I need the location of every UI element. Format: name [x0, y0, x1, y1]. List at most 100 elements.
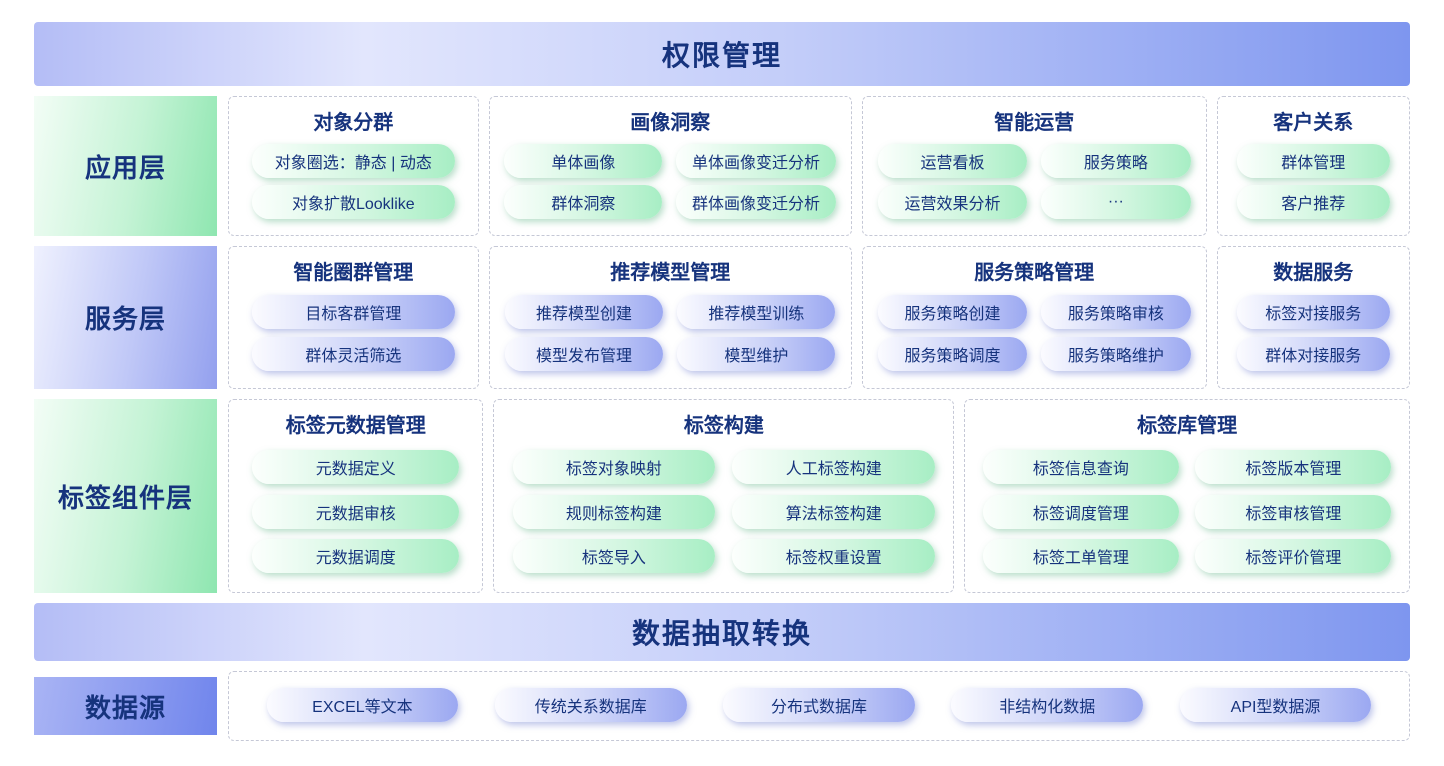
group-box: 数据服务标签对接服务群体对接服务 [1216, 246, 1410, 389]
pill: 元数据定义 [252, 450, 460, 485]
pill-row: 群体灵活筛选 [238, 337, 469, 371]
pill: 规则标签构建 [512, 494, 716, 529]
pill: 分布式数据库 [723, 687, 915, 722]
pill-row: 标签工单管理标签评价管理 [974, 538, 1400, 573]
pill-row: 群体对接服务 [1227, 337, 1400, 371]
pill-rows: 单体画像单体画像变迁分析群体洞察群体画像变迁分析 [499, 137, 842, 226]
pill: 单体画像变迁分析 [676, 144, 837, 178]
pill: 群体画像变迁分析 [676, 185, 837, 219]
pill-row: 元数据定义 [238, 450, 473, 485]
pill: 算法标签构建 [732, 494, 936, 529]
group-box: 服务策略管理服务策略创建服务策略审核服务策略调度服务策略维护 [861, 246, 1207, 389]
pill-row: 目标客群管理 [238, 295, 469, 329]
pill-rows: 目标客群管理群体灵活筛选 [238, 287, 469, 379]
pill-row: 标签导入标签权重设置 [503, 538, 944, 573]
pill: 服务策略维护 [1041, 337, 1191, 371]
pill: 标签审核管理 [1195, 494, 1392, 529]
pill-row: 运营看板服务策略 [872, 144, 1197, 178]
group-box: 客户关系群体管理客户推荐 [1216, 96, 1410, 236]
pill-rows: 标签信息查询标签版本管理标签调度管理标签审核管理标签工单管理标签评价管理 [974, 440, 1400, 583]
pill-row: 服务策略调度服务策略维护 [872, 337, 1197, 371]
pill: 元数据调度 [252, 538, 460, 573]
pill: 服务策略 [1041, 144, 1191, 178]
pill: 推荐模型创建 [505, 295, 663, 329]
group-box: 对象分群对象圈选：静态 | 动态对象扩散Looklike [228, 96, 479, 236]
pill-row: 运营效果分析··· [872, 185, 1197, 219]
etl-banner: 数据抽取转换 [34, 603, 1410, 661]
pill: 单体画像 [504, 144, 663, 178]
group-title: 推荐模型管理 [610, 262, 731, 284]
group-box: 标签元数据管理元数据定义元数据审核元数据调度 [228, 399, 484, 593]
pill: 群体对接服务 [1236, 337, 1390, 371]
group-box: 标签构建标签对象映射人工标签构建规则标签构建算法标签构建标签导入标签权重设置 [493, 399, 955, 593]
pill: 标签对象映射 [512, 450, 716, 485]
pill: 服务策略创建 [877, 295, 1028, 329]
pill: 人工标签构建 [732, 450, 936, 485]
pill-row: 规则标签构建算法标签构建 [503, 494, 944, 529]
data-source-layer-label: 数据源 [34, 677, 217, 735]
pill-row: 群体洞察群体画像变迁分析 [499, 185, 842, 219]
group-title: 数据服务 [1273, 262, 1354, 284]
pill: 群体管理 [1236, 144, 1390, 178]
group-title: 客户关系 [1273, 112, 1354, 134]
tag-component-layer-row: 标签组件层标签元数据管理元数据定义元数据审核元数据调度标签构建标签对象映射人工标… [34, 399, 1410, 593]
group-title: 画像洞察 [630, 112, 711, 134]
tag-component-layer-label: 标签组件层 [34, 399, 217, 593]
group-box: 推荐模型管理推荐模型创建推荐模型训练模型发布管理模型维护 [488, 246, 852, 389]
pill-rows: 标签对象映射人工标签构建规则标签构建算法标签构建标签导入标签权重设置 [503, 440, 944, 583]
group-title: 标签库管理 [1137, 415, 1238, 437]
pill: 目标客群管理 [251, 295, 455, 329]
pill: 标签导入 [512, 538, 716, 573]
pill-row: 客户推荐 [1227, 185, 1400, 219]
group-box: 标签库管理标签信息查询标签版本管理标签调度管理标签审核管理标签工单管理标签评价管… [964, 399, 1410, 593]
pill: EXCEL等文本 [266, 687, 459, 722]
pill-row: 元数据调度 [238, 538, 473, 573]
pill: 对象扩散Looklike [251, 185, 455, 219]
pill: 服务策略调度 [877, 337, 1028, 371]
group-title: 标签构建 [683, 415, 764, 437]
pill: 标签评价管理 [1195, 538, 1392, 573]
pill: 服务策略审核 [1041, 295, 1191, 329]
pill: 标签权重设置 [732, 538, 936, 573]
pill-row: 标签调度管理标签审核管理 [974, 494, 1400, 529]
application-layer-label: 应用层 [34, 96, 217, 236]
pill: 模型维护 [677, 337, 836, 371]
group-title: 服务策略管理 [974, 262, 1095, 284]
pill-row: 对象扩散Looklike [238, 185, 469, 219]
pill: 对象圈选：静态 | 动态 [251, 144, 455, 178]
pill-row: 群体管理 [1227, 144, 1400, 178]
tag-component-layer-groups: 标签元数据管理元数据定义元数据审核元数据调度标签构建标签对象映射人工标签构建规则… [228, 399, 1410, 593]
group-box: 智能圈群管理目标客群管理群体灵活筛选 [228, 246, 479, 389]
pill: 运营看板 [877, 144, 1028, 178]
pill: ··· [1041, 185, 1191, 219]
pill-rows: 群体管理客户推荐 [1227, 137, 1400, 226]
application-layer-row: 应用层对象分群对象圈选：静态 | 动态对象扩散Looklike 画像洞察单体画像单… [34, 96, 1410, 236]
pill-row: 标签对象映射人工标签构建 [503, 450, 944, 485]
group-title: 智能圈群管理 [293, 262, 414, 284]
pill-row: 元数据审核 [238, 494, 473, 529]
application-layer-groups: 对象分群对象圈选：静态 | 动态对象扩散Looklike 画像洞察单体画像单体画像… [228, 96, 1410, 236]
pill: 客户推荐 [1236, 185, 1390, 219]
pill-row: 标签信息查询标签版本管理 [974, 450, 1400, 485]
pill: 推荐模型训练 [677, 295, 836, 329]
pill: 标签版本管理 [1195, 450, 1392, 485]
pill: 标签对接服务 [1236, 295, 1390, 329]
pill: 标签调度管理 [982, 494, 1179, 529]
service-layer-row: 服务层智能圈群管理目标客群管理群体灵活筛选推荐模型管理推荐模型创建推荐模型训练模… [34, 246, 1410, 389]
pill: 模型发布管理 [505, 337, 663, 371]
pill-row: 标签对接服务 [1227, 295, 1400, 329]
pill: 元数据审核 [252, 494, 460, 529]
pill-row: 单体画像单体画像变迁分析 [499, 144, 842, 178]
pill-row: 服务策略创建服务策略审核 [872, 295, 1197, 329]
service-layer-groups: 智能圈群管理目标客群管理群体灵活筛选推荐模型管理推荐模型创建推荐模型训练模型发布… [228, 246, 1410, 389]
pill-row: 模型发布管理模型维护 [499, 337, 842, 371]
group-title: 智能运营 [994, 112, 1075, 134]
pill-row: 推荐模型创建推荐模型训练 [499, 295, 842, 329]
permission-banner: 权限管理 [34, 22, 1410, 86]
pill: 传统关系数据库 [494, 687, 687, 722]
